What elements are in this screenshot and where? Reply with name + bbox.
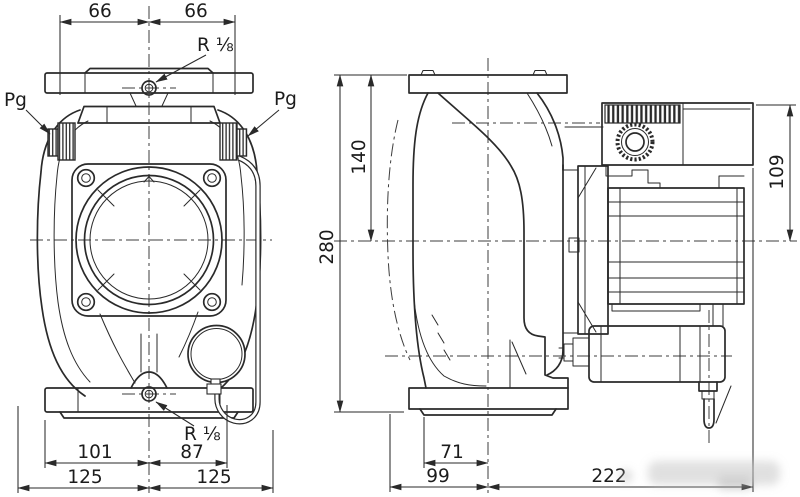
side-dim-heights: 280 140 — [317, 74, 407, 413]
front-centerlines — [30, 6, 272, 493]
side-dim-bottom: 71 99 222 — [389, 168, 754, 492]
dim-125-left-label: 125 — [67, 467, 102, 488]
r18-top-label: R ⅛ — [197, 35, 234, 56]
dim-101-label: 101 — [77, 442, 112, 463]
front-lower-housing — [99, 311, 199, 389]
terminal-box — [601, 102, 754, 189]
side-volute — [386, 92, 604, 389]
nameplate-disc — [187, 324, 246, 395]
dim-99-label: 99 — [426, 466, 450, 487]
dim-109-label: 109 — [767, 154, 788, 189]
front-bottom-flange — [44, 386, 254, 419]
front-flange-plate — [71, 163, 227, 317]
front-dim-top: 66 66 — [59, 1, 236, 95]
side-centerlines — [334, 58, 797, 493]
dim-125-right-label: 125 — [196, 467, 231, 488]
cable-gland-left — [47, 122, 76, 161]
dim-71-label: 71 — [440, 442, 464, 463]
bleed-screw — [568, 237, 580, 253]
speed-selector-knob — [615, 122, 655, 162]
capacitor — [558, 325, 726, 383]
side-top-flange — [408, 70, 568, 94]
r18-bottom-label: R ⅛ — [184, 424, 221, 445]
motor-housing — [607, 187, 745, 327]
power-cable — [214, 155, 261, 425]
front-head-band — [77, 105, 221, 124]
front-stator-circles — [75, 166, 223, 314]
bolt — [76, 168, 222, 312]
side-bottom-flange — [408, 387, 569, 416]
front-dim-bottom: 101 87 125 125 — [17, 405, 274, 493]
front-view: 66 66 R ⅛ Pg Pg R ⅛ — [4, 1, 297, 493]
front-top-flange — [44, 67, 254, 107]
dim-66-right-label: 66 — [184, 1, 208, 22]
front-callout-r18-top: R ⅛ — [155, 35, 234, 83]
dim-87-label: 87 — [180, 442, 204, 463]
vent-plug-bottom — [144, 389, 154, 399]
cable-gland-bottom — [698, 381, 732, 429]
vent-plug-top — [144, 83, 154, 93]
front-callout-r18-bottom: R ⅛ — [155, 401, 221, 445]
cable-gland-right — [219, 122, 248, 161]
watermark — [620, 461, 780, 489]
front-callout-pg-left: Pg — [4, 90, 51, 135]
dim-66-left-label: 66 — [88, 1, 112, 22]
dim-280-label: 280 — [317, 229, 338, 264]
side-view: 280 140 109 71 99 222 — [317, 58, 797, 493]
vent-slots — [604, 104, 681, 124]
dim-140-label: 140 — [349, 139, 370, 174]
side-dim-box-height: 109 — [756, 104, 796, 242]
pg-right-label: Pg — [274, 89, 297, 110]
pg-left-label: Pg — [4, 90, 27, 111]
dim-222-label: 222 — [591, 466, 626, 487]
terminal-bolt — [563, 343, 574, 362]
front-callout-pg-right: Pg — [247, 89, 297, 137]
